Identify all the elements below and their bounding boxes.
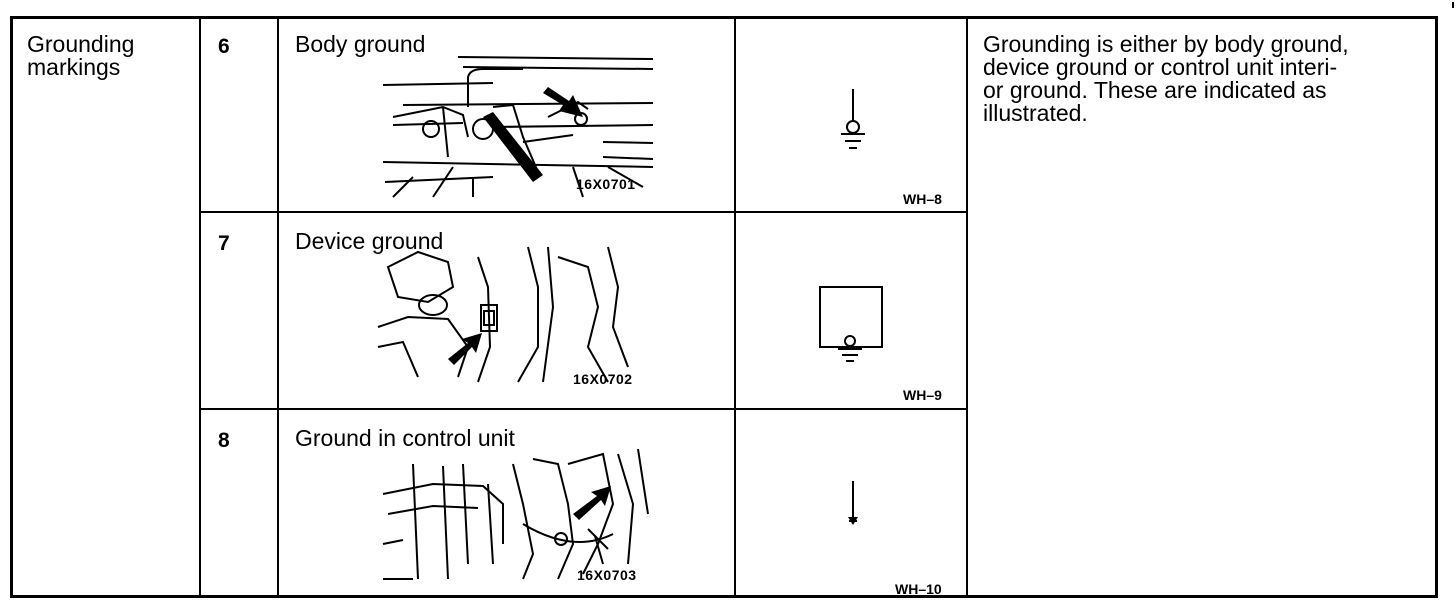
- category-label-line1: Grounding: [27, 31, 135, 57]
- description-line: device ground or control unit interi-: [983, 54, 1338, 80]
- symbol-code: WH–9: [903, 387, 942, 403]
- grounding-markings-table: Grounding markings Grounding is either b…: [10, 16, 1438, 598]
- body-ground-illustration: [382, 56, 654, 198]
- description-line: illustrated.: [983, 100, 1088, 126]
- control-unit-ground-illustration: [382, 448, 649, 580]
- figure-code: 16X0701: [576, 176, 636, 192]
- row-number: 6: [218, 35, 230, 58]
- figure-code: 16X0702: [573, 371, 633, 387]
- row-divider: [199, 408, 968, 410]
- row-number: 7: [218, 232, 230, 255]
- row-title: Ground in control unit: [295, 425, 515, 451]
- device-ground-symbol-icon: [819, 286, 883, 362]
- row-number: 8: [218, 429, 230, 452]
- body-ground-symbol-icon: [841, 89, 865, 149]
- symbol-code: WH–8: [903, 191, 942, 207]
- row-title: Device ground: [295, 228, 444, 254]
- category-label-line2: markings: [27, 54, 121, 80]
- column-divider: [277, 19, 279, 595]
- device-ground-illustration: [377, 246, 629, 383]
- description-line: Grounding is either by body ground,: [983, 31, 1349, 57]
- column-divider: [734, 19, 736, 595]
- row-divider: [199, 211, 968, 213]
- column-divider: [966, 19, 968, 595]
- column-divider: [199, 19, 201, 595]
- row-title: Body ground: [295, 31, 426, 57]
- description-text: Grounding is either by body ground, devi…: [983, 33, 1423, 125]
- corner-mark: [1452, 2, 1454, 8]
- description-line: or ground. These are indicated as: [983, 77, 1327, 103]
- symbol-code: WH–10: [895, 581, 942, 597]
- control-unit-ground-symbol-icon: [848, 481, 858, 525]
- figure-code: 16X0703: [577, 567, 637, 583]
